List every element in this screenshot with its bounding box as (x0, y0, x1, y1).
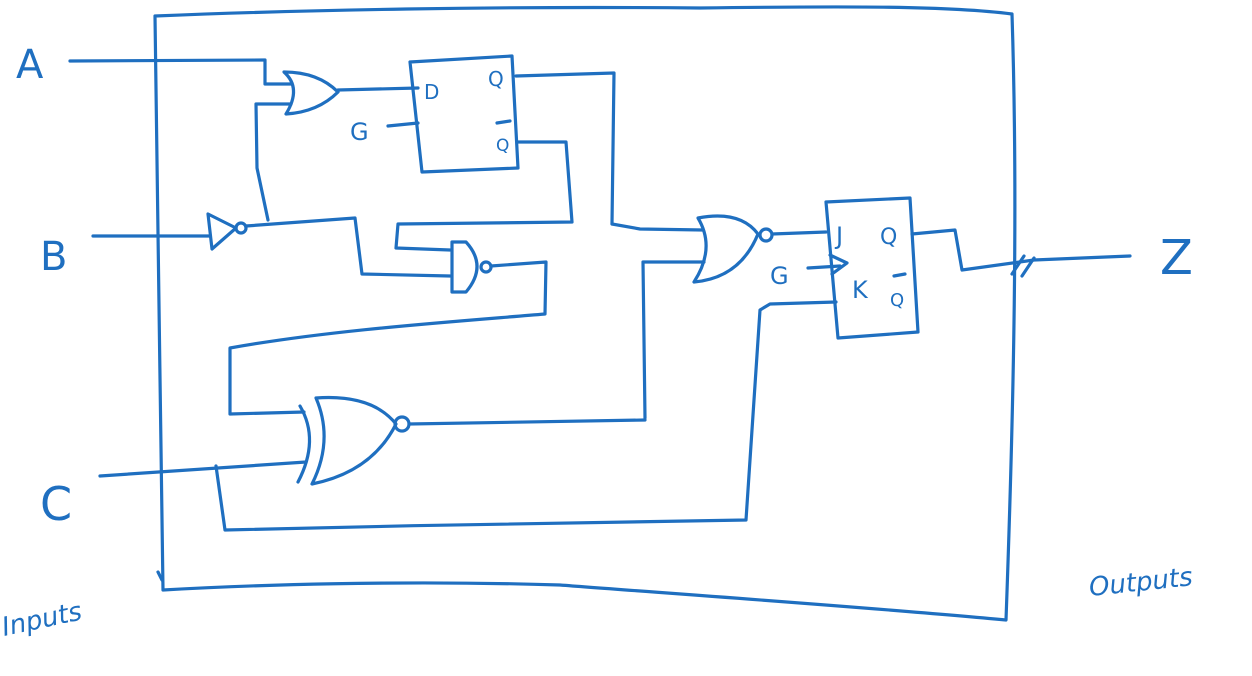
input-a-label: A (16, 42, 44, 88)
wire-nand-out (228, 260, 548, 416)
wire-qbar (394, 140, 574, 252)
wire-qbar-feedback (214, 300, 838, 532)
jk-qbar-overline (892, 272, 907, 278)
wire-or-to-d (336, 86, 420, 92)
jk-clock-wire (806, 264, 842, 270)
jk-q-label: Q (880, 225, 897, 250)
wire-xnor-to-nor (641, 260, 706, 420)
output-z-label: Z (1160, 230, 1193, 286)
wire-b-feedback (254, 102, 293, 222)
wire-q (514, 71, 616, 226)
not-bubble (234, 221, 248, 235)
input-c-label: C (40, 477, 72, 531)
nand-gate (450, 240, 479, 294)
input-b-label: B (40, 234, 67, 280)
nand-bubble (479, 260, 493, 274)
wire-not-out (244, 216, 452, 278)
d-q-label: Q (488, 67, 504, 91)
wire-q-to-nor (610, 222, 705, 232)
d-qbar-label: Q (496, 136, 509, 156)
output-slash (1010, 254, 1036, 278)
d-input-label: D (424, 80, 439, 104)
d-flipflop-box (408, 54, 520, 174)
d-qbar-overline (495, 119, 512, 125)
wire-a (68, 58, 294, 86)
outputs-caption: Outputs (1088, 562, 1194, 603)
d-clock-label: G (350, 118, 369, 146)
jk-clock-label: G (770, 262, 789, 290)
system-boundary (153, 5, 1017, 622)
boundary-mark (156, 570, 164, 582)
d-flipflop-g-wire (386, 121, 420, 128)
nor-gate (692, 214, 760, 284)
not-gate (206, 212, 238, 251)
or-gate (282, 70, 340, 116)
wire-c (98, 460, 308, 478)
jk-j-label: J (834, 222, 843, 250)
xnor-body (310, 395, 398, 486)
wire-xnor-out (407, 418, 647, 426)
inputs-caption: Inputs (0, 597, 85, 643)
xnor-back-arc (296, 404, 312, 484)
jk-k-label: K (852, 276, 869, 304)
jk-qbar-label: Q (890, 290, 904, 311)
jk-flipflop-box (824, 196, 920, 340)
jk-clock-marker (828, 253, 849, 276)
wire-nor-to-j (770, 230, 828, 236)
nor-bubble (758, 227, 774, 243)
wire-z (910, 228, 1132, 272)
